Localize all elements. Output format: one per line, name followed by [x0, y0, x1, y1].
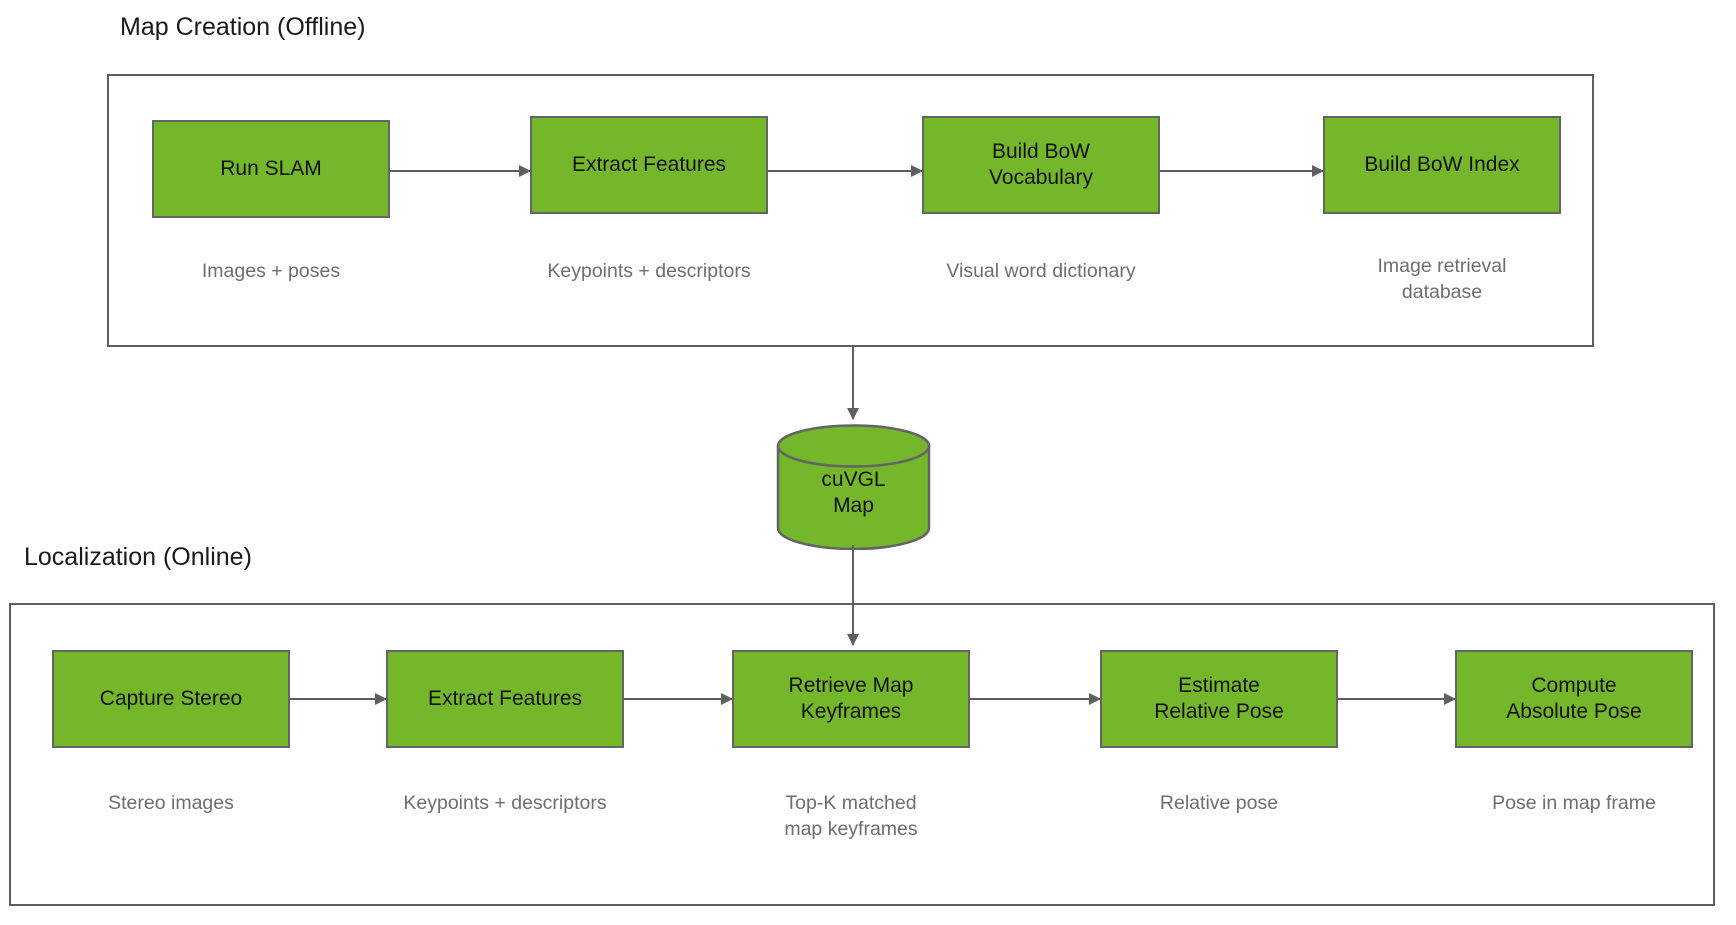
node-label: Capture Stereo	[99, 686, 243, 710]
node-extract-features-online[interactable]: Extract Features	[386, 650, 624, 748]
section-title-map-creation: Map Creation (Offline)	[120, 13, 366, 41]
caption-pose-in-map-frame: Pose in map frame	[1492, 792, 1656, 814]
datastore-cuvgl-map[interactable]: cuVGL Map	[776, 424, 931, 550]
caption-images-poses: Images + poses	[201, 260, 341, 282]
group-container-map-creation	[107, 74, 1594, 347]
caption-keypoints-descriptors-offline: Keypoints + descriptors	[547, 260, 751, 282]
group-container-localization	[9, 603, 1715, 906]
arrow-capture-to-extract	[290, 693, 387, 705]
node-extract-features-offline[interactable]: Extract Features	[530, 116, 768, 214]
node-run-slam[interactable]: Run SLAM	[152, 120, 390, 218]
section-title-localization: Localization (Online)	[24, 543, 252, 571]
datastore-label: cuVGL Map	[821, 467, 886, 517]
caption-stereo-images: Stereo images	[108, 792, 234, 814]
arrow-map-group-to-cuvgl-map	[847, 347, 859, 420]
node-build-bow-index[interactable]: Build BoW Index	[1323, 116, 1561, 214]
cylinder-icon	[776, 424, 931, 550]
node-label: Retrieve Map Keyframes	[788, 673, 914, 723]
caption-topk-matched-map-keyframes: Top-K matched map keyframes	[784, 792, 918, 841]
arrow-extract-to-retrieve	[624, 693, 733, 705]
caption-relative-pose: Relative pose	[1159, 792, 1279, 814]
arrow-extract-to-vocabulary	[768, 165, 923, 177]
node-retrieve-map-keyframes[interactable]: Retrieve Map Keyframes	[732, 650, 970, 748]
node-estimate-relative-pose[interactable]: Estimate Relative Pose	[1100, 650, 1338, 748]
node-label: Extract Features	[427, 686, 583, 710]
arrow-vocabulary-to-index	[1160, 165, 1324, 177]
caption-image-retrieval-database: Image retrieval database	[1377, 255, 1507, 304]
arrow-slam-to-extract	[390, 165, 531, 177]
node-label: Build BoW Vocabulary	[989, 139, 1093, 189]
caption-keypoints-descriptors-online: Keypoints + descriptors	[403, 792, 607, 814]
arrow-retrieve-to-estimate	[970, 693, 1101, 705]
arrow-estimate-to-compute	[1338, 693, 1456, 705]
arrow-cuvgl-map-to-retrieve-keyframes	[847, 545, 859, 646]
caption-visual-word-dictionary: Visual word dictionary	[946, 260, 1136, 282]
node-label: Extract Features	[571, 152, 727, 176]
node-compute-absolute-pose[interactable]: Compute Absolute Pose	[1455, 650, 1693, 748]
node-label: Compute Absolute Pose	[1506, 673, 1642, 723]
node-capture-stereo[interactable]: Capture Stereo	[52, 650, 290, 748]
node-label: Build BoW Index	[1364, 152, 1520, 176]
node-label: Estimate Relative Pose	[1154, 673, 1284, 723]
node-build-bow-vocabulary[interactable]: Build BoW Vocabulary	[922, 116, 1160, 214]
node-label: Run SLAM	[220, 156, 322, 180]
